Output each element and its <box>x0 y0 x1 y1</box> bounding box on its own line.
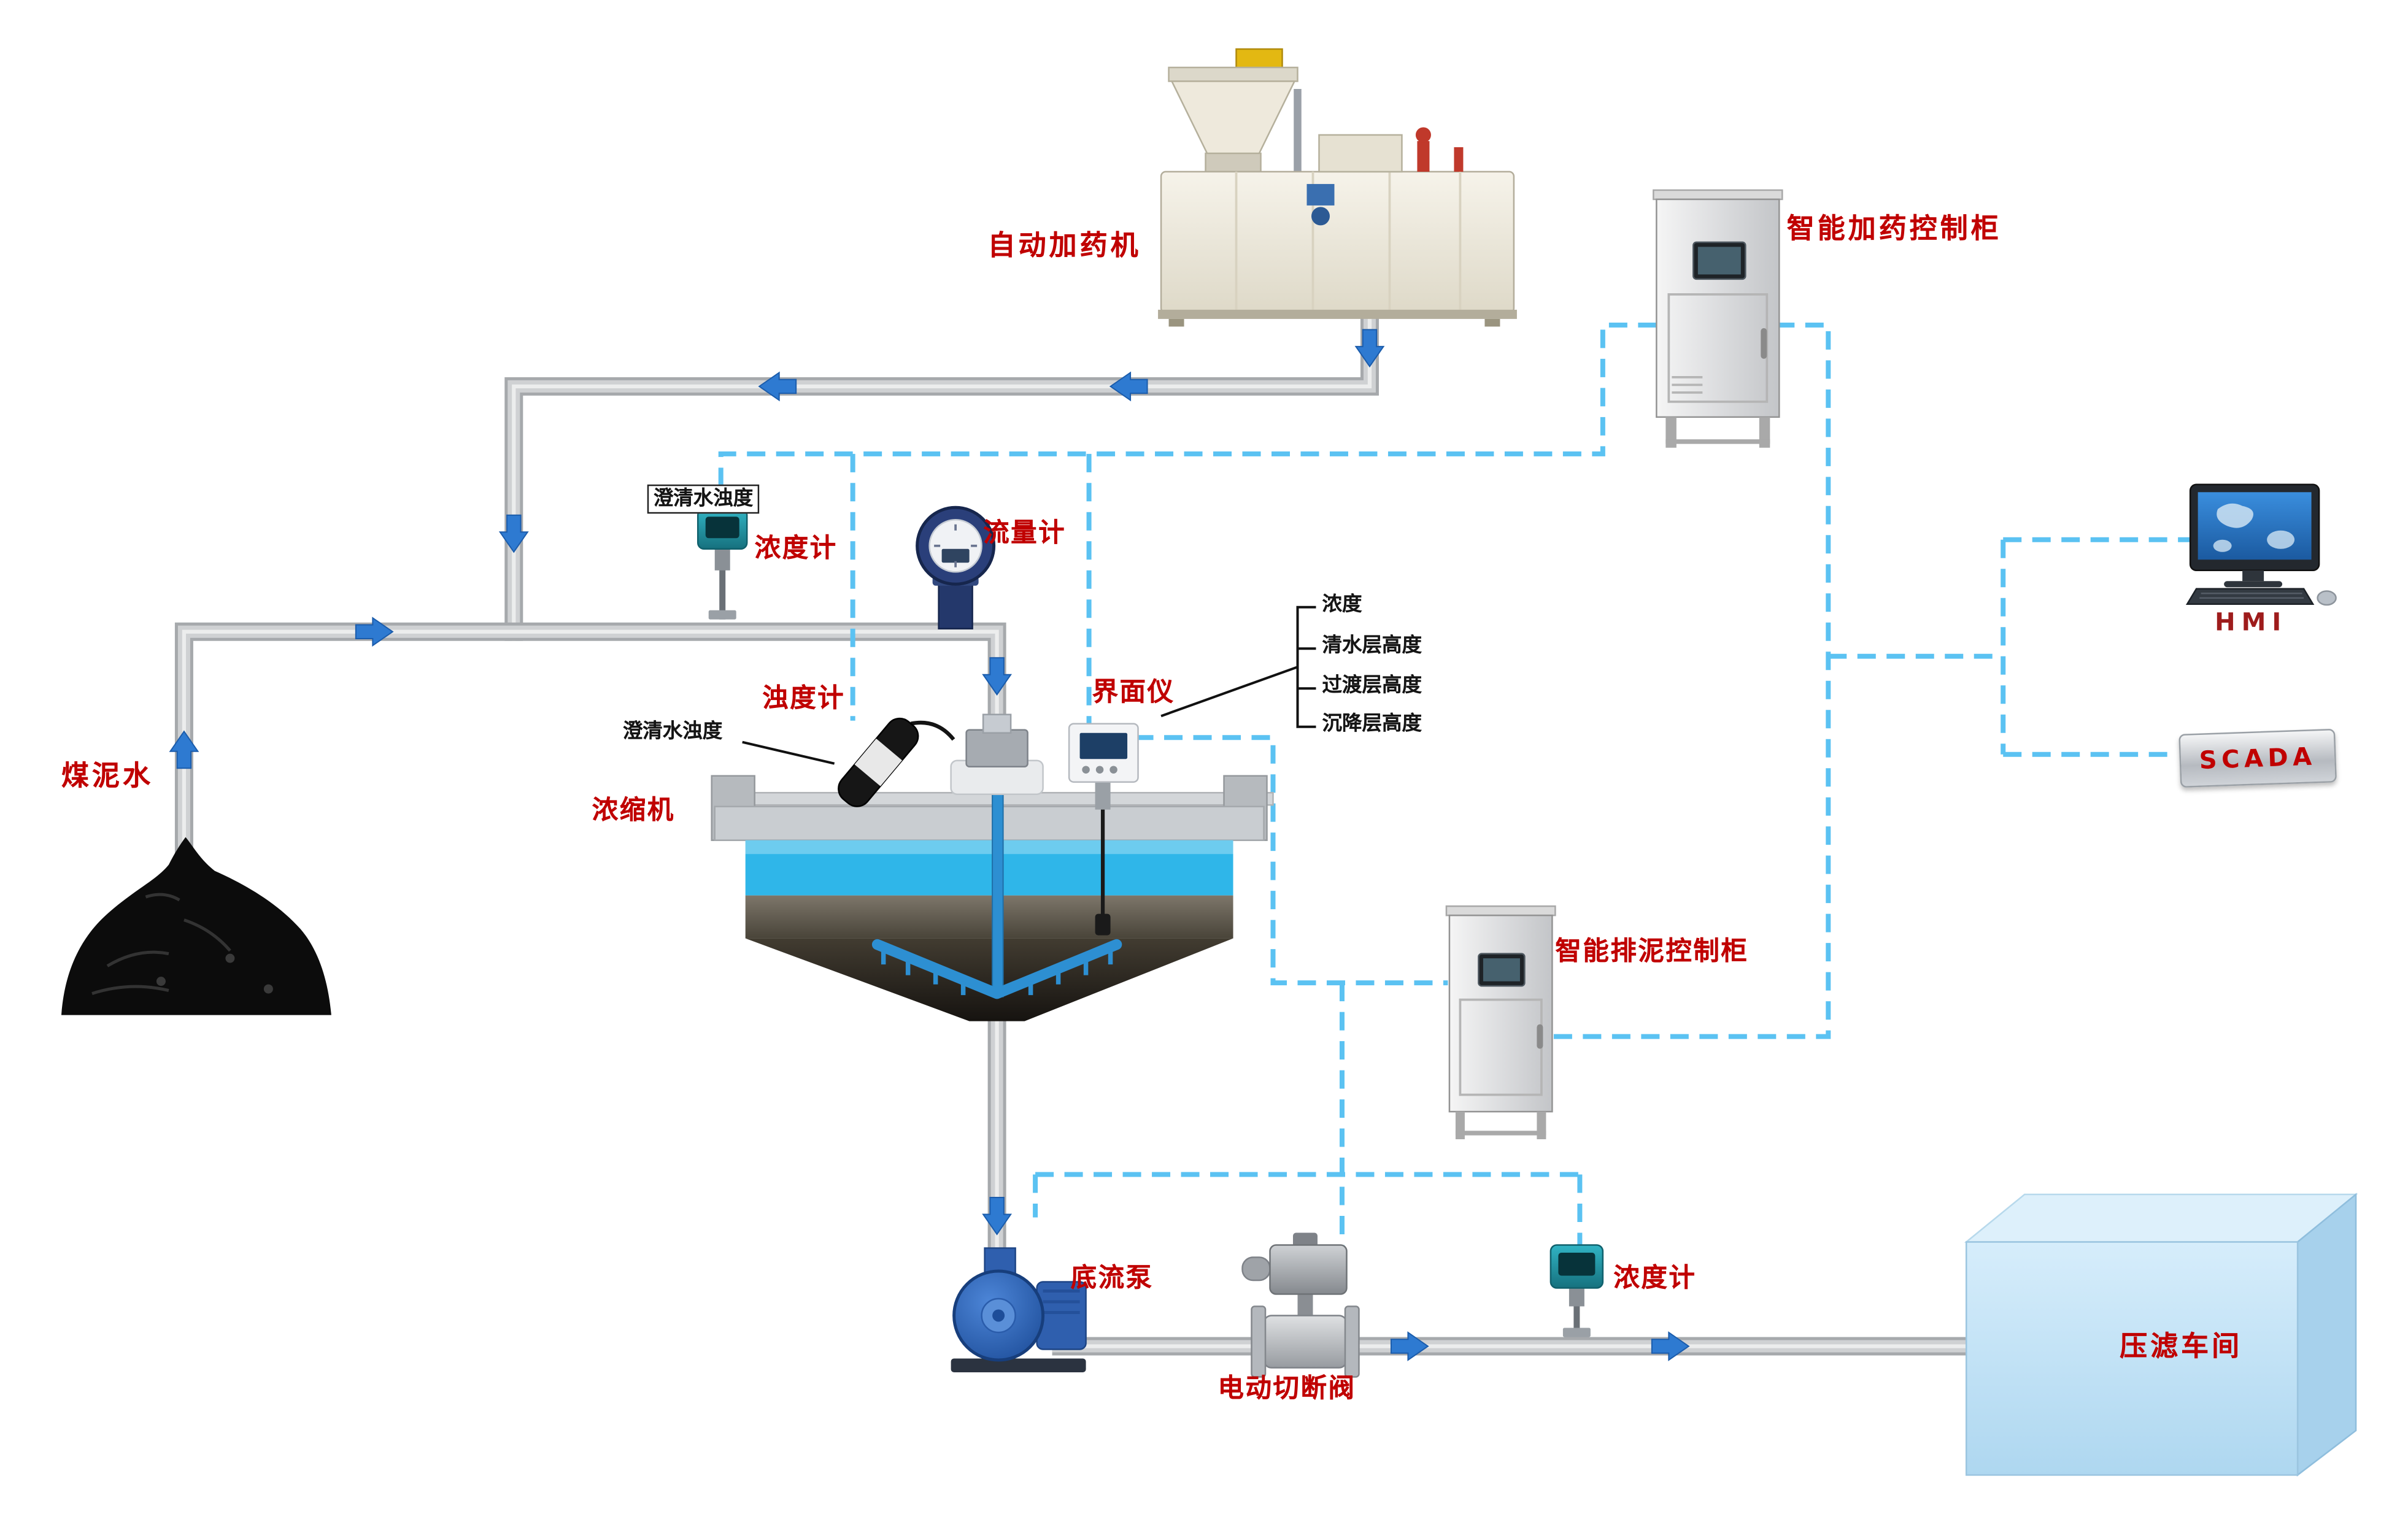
label-clarified-turbidity-left: 澄清水浊度 <box>622 720 723 744</box>
flow-arrow <box>982 656 1012 696</box>
label-interface-param-settling: 沉降层高度 <box>1322 713 1422 736</box>
flow-arrow <box>1109 372 1148 401</box>
label-flow-meter: 流量计 <box>983 518 1067 549</box>
label-hmi: HMI <box>2215 607 2288 637</box>
water-layer <box>745 840 1233 896</box>
leader-lines <box>742 605 1316 765</box>
label-dosing-cabinet: 智能加药控制柜 <box>1786 213 2002 245</box>
label-turbidity-meter: 浊度计 <box>762 683 846 715</box>
dosing-control-cabinet <box>1653 189 1783 448</box>
label-clarified-turbidity-top: 澄清水浊度 <box>647 484 760 514</box>
sediment-layer <box>745 895 1233 939</box>
flow-meter <box>916 505 996 630</box>
thickener-tank <box>711 713 1274 1021</box>
label-interface-meter: 界面仪 <box>1092 677 1175 709</box>
flow-arrow <box>499 514 529 553</box>
label-mud-cabinet: 智能排泥控制柜 <box>1555 937 1749 968</box>
mud-control-cabinet <box>1445 905 1556 1140</box>
filter-press-building <box>1964 1193 2358 1477</box>
hmi-keyboard <box>2185 588 2315 605</box>
flow-arrow <box>758 372 797 401</box>
label-dosing-machine: 自动加药机 <box>987 229 1141 263</box>
rake-mechanism <box>871 775 1122 999</box>
signal-dosing-instruments <box>718 322 1660 515</box>
label-concentration-meter-bottom: 浓度计 <box>1613 1263 1697 1294</box>
interface-meter <box>1068 723 1139 936</box>
hmi-terminal <box>2185 483 2337 606</box>
label-interface-param-concentration: 浓度 <box>1322 593 1362 617</box>
flow-arrow <box>355 617 394 647</box>
label-interface-param-clearwater: 清水层高度 <box>1322 634 1422 658</box>
flow-arrow <box>169 730 199 769</box>
label-concentration-meter-top: 浓度计 <box>754 533 838 564</box>
flow-arrow <box>1651 1331 1690 1361</box>
concentration-meter-top <box>697 508 748 620</box>
hmi-mouse <box>2317 590 2337 606</box>
concentration-meter-bottom <box>1549 1244 1604 1337</box>
scada-label: SCADA <box>2198 741 2317 775</box>
electric-shutoff-valve <box>1241 1232 1360 1378</box>
label-thickener: 浓缩机 <box>592 796 675 827</box>
drive-motor <box>965 729 1028 767</box>
label-shutoff-valve: 电动切断阀 <box>1218 1374 1356 1405</box>
coal-pile <box>61 837 331 1015</box>
label-filter-press: 压滤车间 <box>2120 1331 2243 1363</box>
valve-actuator <box>1269 1244 1348 1295</box>
valve-body <box>1263 1315 1348 1369</box>
label-interface-param-transition: 过渡层高度 <box>1322 674 1422 698</box>
flow-arrow <box>1390 1331 1429 1361</box>
signal-cabinet-bus <box>1552 322 1831 1039</box>
scada-badge: SCADA <box>2178 728 2337 788</box>
signal-interface-mudcabinet <box>1135 735 1448 986</box>
turbidity-meter <box>838 717 955 807</box>
dosing-machine <box>1158 48 1517 327</box>
underflow-pump <box>951 1247 1087 1372</box>
label-underflow-pump: 底流泵 <box>1070 1263 1154 1294</box>
flow-arrow <box>982 1196 1012 1236</box>
label-coal-slurry: 煤泥水 <box>61 760 153 793</box>
cone-bottom <box>745 938 1233 1021</box>
interface-meter-display <box>1079 732 1128 759</box>
flow-arrow <box>1355 329 1384 367</box>
